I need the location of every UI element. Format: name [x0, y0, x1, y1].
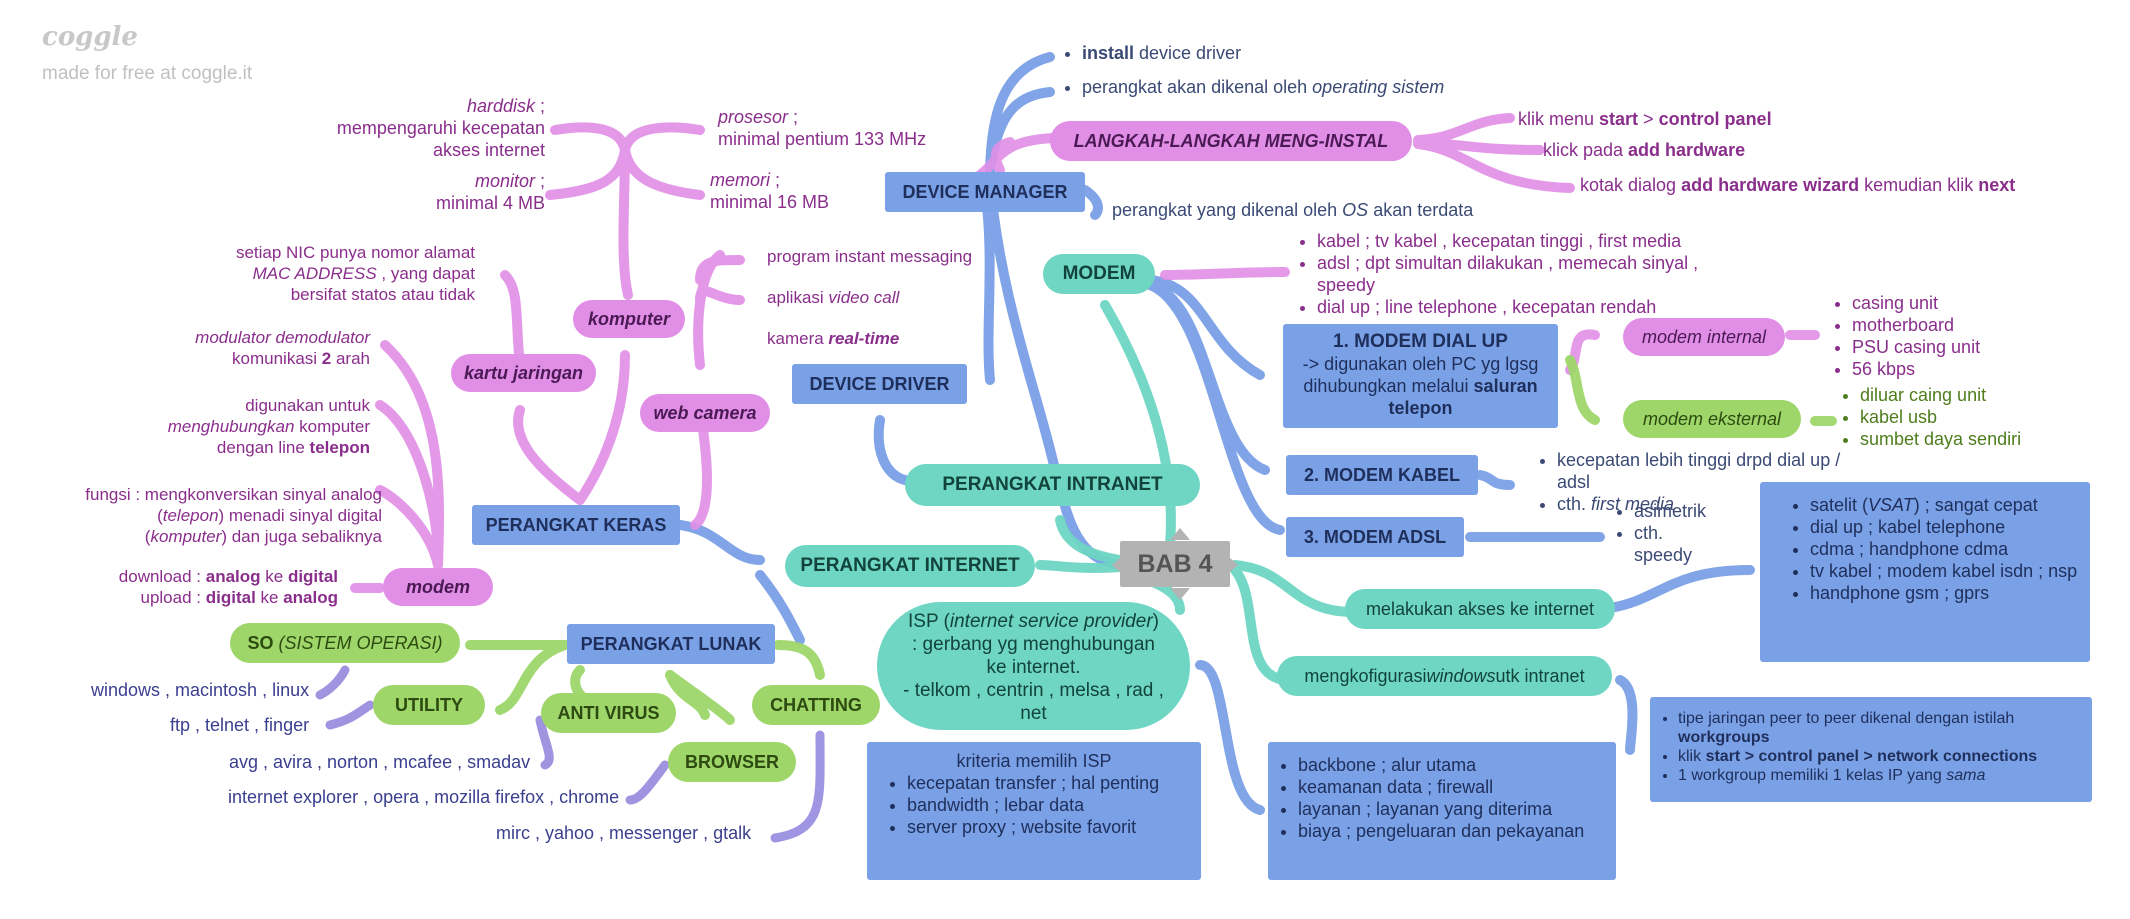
blue-branches	[675, 52, 1755, 815]
center-node[interactable]: BAB 4	[1120, 541, 1230, 587]
step-1: klik menu start > control panel	[1518, 109, 1772, 129]
backbone-item: biaya ; pengeluaran dan pekayanan	[1298, 820, 1606, 842]
akses-option: cdma ; handphone cdma	[1810, 538, 2080, 560]
akses-internet-node[interactable]: melakukan akses ke internet	[1345, 589, 1615, 629]
akses-option: tv kabel ; modem kabel isdn ; nsp	[1810, 560, 2080, 582]
internal-item: 56 kbps	[1852, 358, 1980, 380]
internal-item: casing unit	[1852, 292, 1980, 314]
so-list: windows , macintosh , linux	[91, 680, 310, 700]
langkah-node[interactable]: LANGKAH-LANGKAH MENG-INSTAL	[1050, 121, 1412, 161]
perangkat-lunak-node[interactable]: PERANGKAT LUNAK	[567, 624, 775, 664]
chatting-list: mirc , yahoo , messenger , gtalk	[496, 823, 752, 843]
akses-options-box: satelit (VSAT) ; sangat cepat dial up ; …	[1760, 482, 2090, 662]
kartu-jaringan-node[interactable]: kartu jaringan	[451, 354, 596, 392]
antivirus-node[interactable]: ANTI VIRUS	[541, 693, 676, 733]
konfigurasi-item: klik start > control panel > network con…	[1678, 747, 2084, 766]
kriteria-item: server proxy ; website favorit	[907, 816, 1191, 838]
komputer-node[interactable]: komputer	[573, 300, 685, 338]
modem-dialup-box[interactable]: 1. MODEM DIAL UP -> digunakan oleh PC yg…	[1283, 324, 1558, 428]
kabel-item: kecepatan lebih tinggi drpd dial up / ad…	[1557, 449, 1875, 493]
kriteria-item: kecepatan transfer ; hal penting	[907, 772, 1191, 794]
modem-def-text: modulator demodulator komunikasi 2 arah	[195, 328, 370, 368]
step-3: kotak dialog add hardware wizard kemudia…	[1580, 175, 2016, 195]
internal-item: PSU casing unit	[1852, 336, 1980, 358]
chatting-node[interactable]: CHATTING	[752, 685, 880, 725]
kriteria-isp-box: kriteria memilih ISP kecepatan transfer …	[867, 742, 1201, 880]
center-connectors	[1112, 528, 1238, 600]
kriteria-isp-title: kriteria memilih ISP	[956, 751, 1112, 771]
web-camera-node[interactable]: web camera	[640, 394, 770, 432]
konfigurasi-item: 1 workgroup memiliki 1 kelas IP yang sam…	[1678, 766, 2084, 785]
so-node[interactable]: SO (SISTEM OPERASI)	[230, 623, 460, 663]
modem-hw-node[interactable]: modem	[383, 568, 493, 606]
step-2: klick pada add hardware	[1543, 140, 1746, 160]
device-manager-node[interactable]: DEVICE MANAGER	[885, 172, 1085, 212]
modem-dialup-desc-2: dihubungkan melalui saluran	[1303, 376, 1538, 396]
modem-usage-text: digunakan untuk menghubungkan komputer d…	[167, 396, 370, 457]
browser-list: internet explorer , opera , mozilla fire…	[228, 787, 620, 807]
perangkat-intranet-node[interactable]: PERANGKAT INTRANET	[905, 464, 1200, 506]
kabel-list: kecepatan lebih tinggi drpd dial up / ad…	[1535, 449, 1875, 515]
kriteria-item: bandwidth ; lebar data	[907, 794, 1191, 816]
akses-option: satelit (VSAT) ; sangat cepat	[1810, 494, 2080, 516]
modem-eksternal-node[interactable]: modem eksternal	[1623, 400, 1801, 438]
backbone-item: keamanan data ; firewall	[1298, 776, 1606, 798]
dm-terdata: perangkat yang dikenal oleh OS akan terd…	[1112, 200, 1474, 220]
eksternal-item: sumbet daya sendiri	[1860, 428, 2021, 450]
modem-type-dialup: dial up ; line telephone , kecepatan ren…	[1317, 296, 1725, 318]
perangkat-internet-node[interactable]: PERANGKAT INTERNET	[785, 545, 1035, 587]
eksternal-list: diluar caing unit kabel usb sumbet daya …	[1838, 384, 2021, 450]
modem-type-adsl: adsl ; dpt simultan dilakukan , memecah …	[1317, 252, 1725, 296]
brand-tagline: made for free at coggle.it	[42, 63, 253, 84]
utility-list: ftp , telnet , finger	[170, 715, 310, 735]
kabel-item: cth. first media	[1557, 493, 1875, 515]
isp-node[interactable]: ISP (internet service provider) : gerban…	[877, 602, 1190, 730]
adsl-item: asimetrik	[1634, 500, 1706, 522]
modem-dialup-desc-1: -> digunakan oleh PC yg lgsg	[1302, 354, 1539, 374]
akses-option: dial up ; kabel telephone	[1810, 516, 2080, 538]
device-driver-node[interactable]: DEVICE DRIVER	[792, 364, 967, 404]
browser-node[interactable]: BROWSER	[668, 742, 796, 782]
modem-main-node[interactable]: MODEM	[1043, 254, 1155, 294]
konfigurasi-item: tipe jaringan peer to peer dikenal denga…	[1678, 709, 2084, 747]
antivirus-list: avg , avira , norton , mcafee , smadav	[229, 752, 531, 772]
dl-ul-text: download : analog ke digital upload : di…	[118, 567, 338, 607]
isp-providers: - telkom , centrin , melsa , rad , net	[903, 680, 1164, 724]
modem-dialup-title: 1. MODEM DIAL UP	[1333, 331, 1508, 352]
harddisk-text: harddisk ; mempengaruhi kecepatan akses …	[336, 96, 545, 160]
monitor-text: monitor ; minimal 4 MB	[435, 171, 545, 213]
konfigurasi-box: tipe jaringan peer to peer dikenal denga…	[1650, 697, 2092, 802]
modem-type-kabel: kabel ; tv kabel , kecepatan tinggi , fi…	[1317, 230, 1725, 252]
konfigurasi-node[interactable]: mengkofigurasi windows utk intranet	[1277, 656, 1612, 696]
backbone-item: backbone ; alur utama	[1298, 754, 1606, 776]
backbone-item: layanan ; layanan yang diterima	[1298, 798, 1606, 820]
modem-kabel-node[interactable]: 2. MODEM KABEL	[1286, 455, 1478, 495]
eksternal-item: diluar caing unit	[1860, 384, 2021, 406]
adsl-list: asimetrik cth.speedy	[1612, 500, 1706, 566]
utility-node[interactable]: UTILITY	[373, 685, 485, 725]
isp-desc: ISP (internet service provider) : gerban…	[908, 611, 1159, 678]
purple-branches	[315, 665, 825, 843]
backbone-box: backbone ; alur utama keamanan data ; fi…	[1268, 742, 1616, 880]
dm-item-kenal: perangkat akan dikenal oleh operating si…	[1082, 76, 1444, 98]
modem-adsl-node[interactable]: 3. MODEM ADSL	[1286, 517, 1464, 557]
modem-types-list: kabel ; tv kabel , kecepatan tinggi , fi…	[1295, 230, 1725, 318]
camera-uses: program instant messaging aplikasi video…	[767, 247, 973, 348]
internal-list: casing unit motherboard PSU casing unit …	[1830, 292, 1980, 380]
perangkat-keras-node[interactable]: PERANGKAT KERAS	[472, 505, 680, 545]
internal-item: motherboard	[1852, 314, 1980, 336]
dm-item-install: install device driver	[1082, 42, 1444, 64]
nic-text: setiap NIC punya nomor alamat MAC ADDRES…	[235, 243, 475, 304]
modem-internal-node[interactable]: modem internal	[1623, 318, 1785, 356]
prosesor-text: prosesor ; minimal pentium 133 MHz	[718, 107, 927, 149]
modem-dialup-desc-3: telepon	[1388, 398, 1453, 418]
eksternal-item: kabel usb	[1860, 406, 2021, 428]
dm-items: install device driver perangkat akan dik…	[1060, 42, 1444, 98]
akses-option: handphone gsm ; gprs	[1810, 582, 2080, 604]
adsl-item: cth.speedy	[1634, 522, 1706, 566]
coggle-logo: coggle	[42, 22, 138, 52]
memori-text: memori ; minimal 16 MB	[710, 170, 830, 212]
modem-fungsi-text: fungsi : mengkonversikan sinyal analog (…	[85, 485, 382, 546]
